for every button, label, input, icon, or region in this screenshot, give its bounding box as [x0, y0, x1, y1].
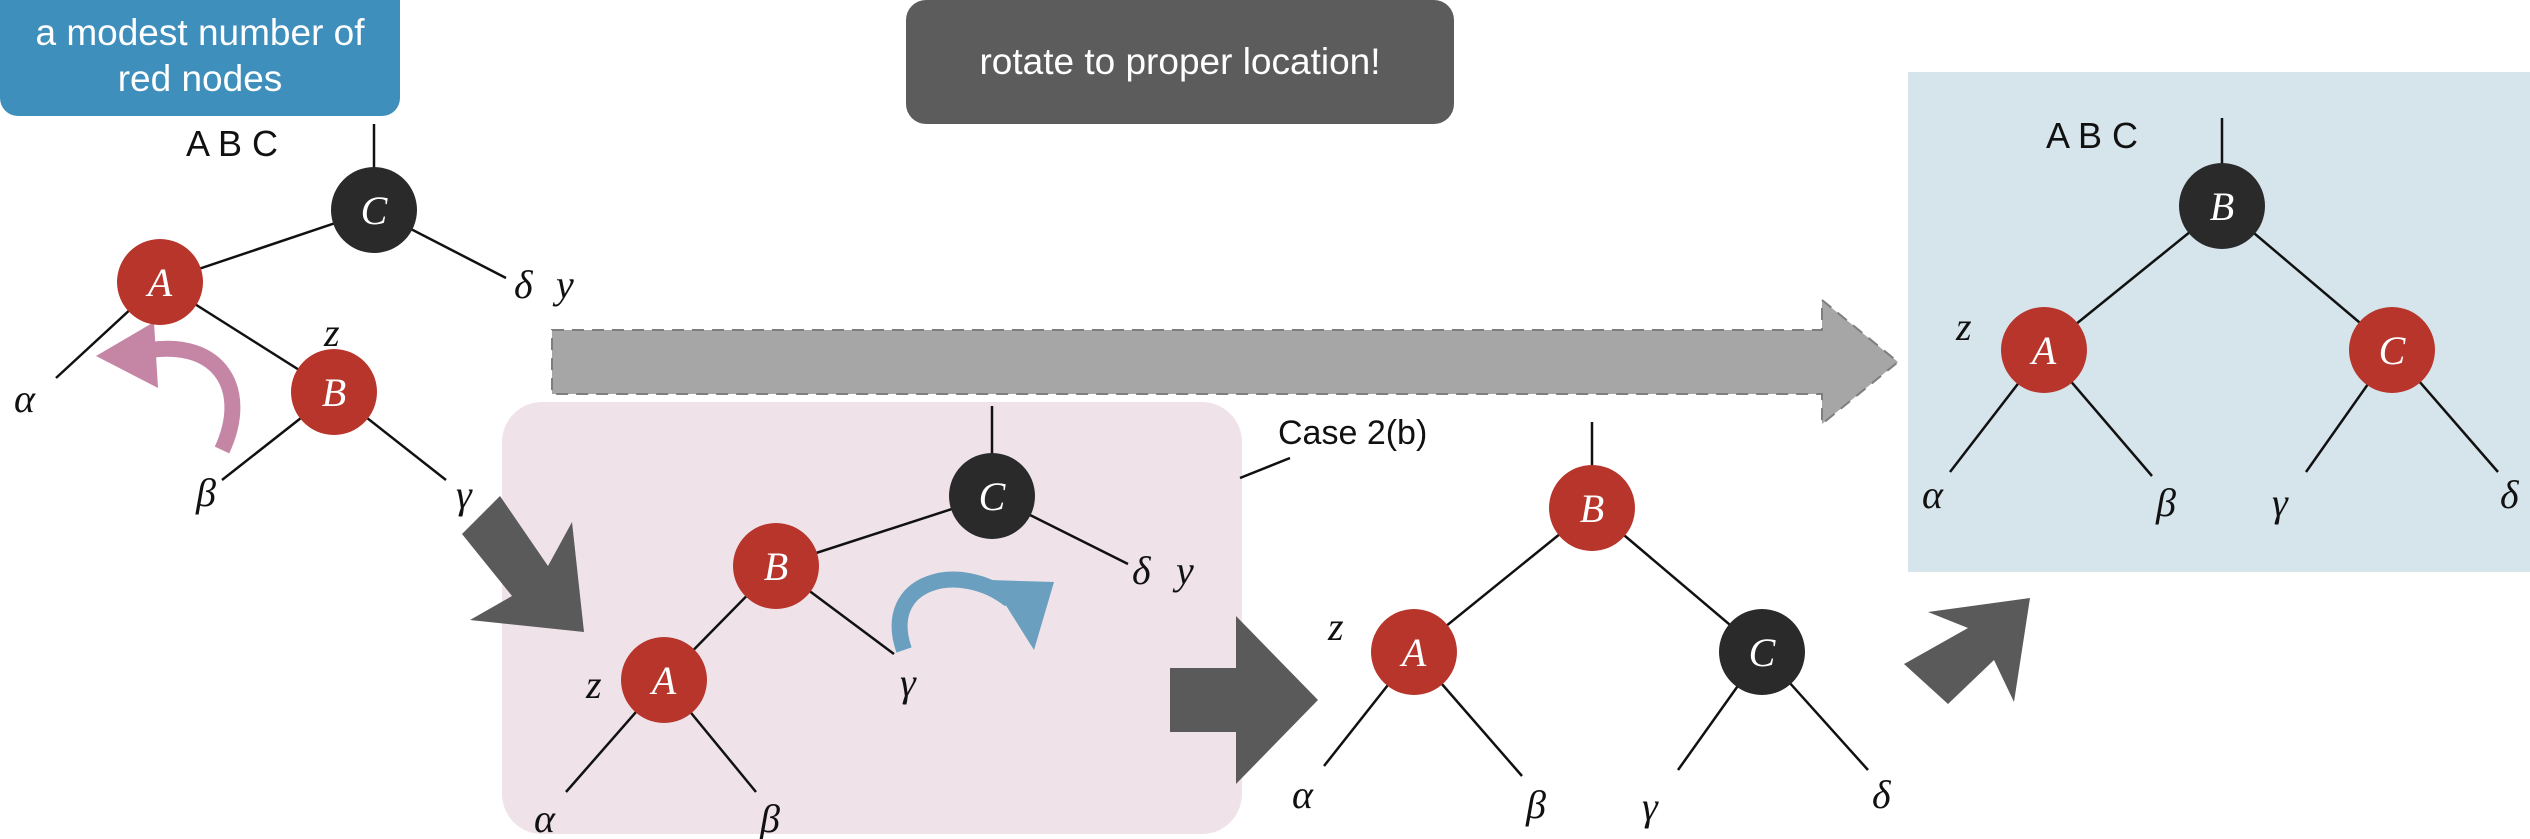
- tree1-node-B-label: B: [322, 370, 346, 415]
- tree2-z: z: [585, 662, 602, 707]
- tree4-node-B-label: B: [2210, 184, 2234, 229]
- tree4-alpha: α: [1922, 472, 1944, 517]
- tree1-alpha: α: [14, 376, 36, 421]
- rotate-right-arrow: [891, 571, 1015, 653]
- result-panel: [1908, 72, 2530, 572]
- rotate-left-arrowhead: [96, 322, 158, 388]
- case-label: Case 2(b): [1278, 414, 1427, 452]
- tree1-delta: δ: [514, 262, 534, 307]
- tree4-beta: β: [2155, 480, 2176, 525]
- tree2-node-C: [949, 453, 1035, 539]
- tree2-node-C-label: C: [979, 474, 1007, 519]
- tree3-beta: β: [1525, 782, 1546, 827]
- tree4-node-B: [2179, 163, 2265, 249]
- down-right-arrow: [462, 496, 584, 632]
- tree3-delta: δ: [1872, 772, 1892, 817]
- modest-red-nodes-text: a modest number of red nodes: [35, 12, 365, 99]
- tree3-alpha: α: [1292, 772, 1314, 817]
- tree4-node-C: [2349, 307, 2435, 393]
- tree1-node-C: [331, 167, 417, 253]
- tree1-node-B: [291, 349, 377, 435]
- tree4-gamma: γ: [2272, 480, 2289, 525]
- tree3-node-B-label: B: [1580, 486, 1604, 531]
- tree1-y: y: [552, 262, 574, 307]
- tree2-node-A: [621, 637, 707, 723]
- tree2-node-A-label: A: [649, 658, 677, 703]
- tree4-node-C-label: C: [2379, 328, 2407, 373]
- tree2-beta: β: [759, 796, 780, 839]
- rotate-right-arrowhead: [990, 580, 1054, 650]
- tree3-node-A-label: A: [1399, 630, 1427, 675]
- modest-red-nodes-callout: a modest number of red nodes: [0, 0, 400, 116]
- tree4-node-A: [2001, 307, 2087, 393]
- rotate-left-arrow: [148, 340, 241, 454]
- tree2-y: y: [1172, 548, 1194, 593]
- tree2-alpha: α: [534, 796, 556, 839]
- tree2-node-B: [733, 523, 819, 609]
- tree4-node-A-label: A: [2029, 328, 2057, 373]
- tree3-gamma: γ: [1642, 784, 1659, 829]
- tree3-node-C-label: C: [1749, 630, 1777, 675]
- tree2-node-B-label: B: [764, 544, 788, 589]
- tree3-node-A: [1371, 609, 1457, 695]
- tree1-header: A B C: [186, 123, 278, 164]
- tree1-node-C-label: C: [361, 188, 389, 233]
- tree4-header: A B C: [2046, 115, 2138, 156]
- tree1-gamma: γ: [456, 472, 473, 517]
- big-right-arrow: [551, 297, 1900, 427]
- tree1-beta: β: [195, 470, 216, 515]
- up-right-arrow: [1904, 598, 2030, 704]
- right-arrow: [1170, 616, 1318, 784]
- tree3-node-B: [1549, 465, 1635, 551]
- tree1-node-A: [117, 239, 203, 325]
- tree4-z: z: [1955, 304, 1972, 349]
- tree2-delta: δ: [1132, 548, 1152, 593]
- tree1-node-A-label: A: [145, 260, 173, 305]
- tree3-node-C: [1719, 609, 1805, 695]
- rotate-text: rotate to proper location!: [979, 41, 1381, 82]
- tree1-z: z: [323, 310, 340, 355]
- tree2-gamma: γ: [900, 660, 917, 705]
- tree4-delta: δ: [2500, 472, 2520, 517]
- tree3-z: z: [1327, 604, 1344, 649]
- case-2b-panel: [502, 402, 1242, 834]
- rotate-callout: rotate to proper location!: [906, 0, 1454, 124]
